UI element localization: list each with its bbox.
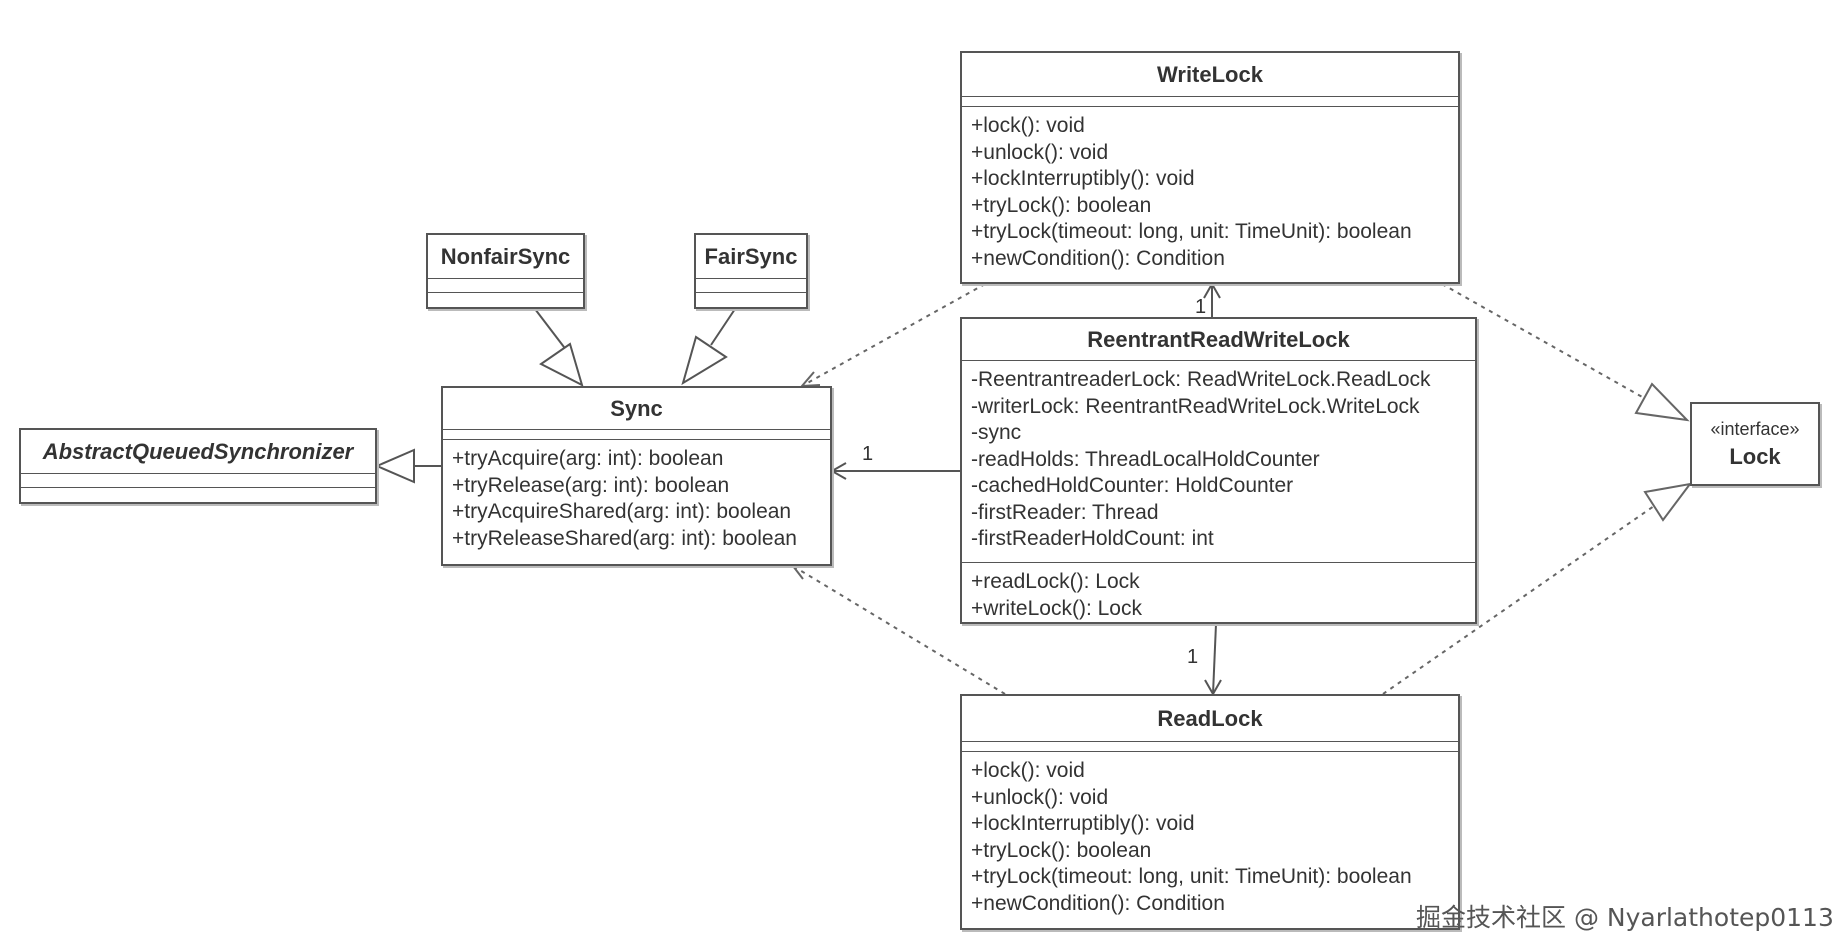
writelock-to-sync-dependency [801, 283, 986, 387]
method: +lock(): void [971, 759, 1085, 782]
interface-lock: «interface» Lock [1690, 402, 1820, 486]
method: +tryAcquireShared(arg: int): boolean [452, 500, 792, 523]
methods-compartment: +tryAcquire(arg: int): boolean +tryRelea… [443, 440, 830, 556]
method: +lockInterruptibly(): void [971, 167, 1195, 190]
methods-compartment: +readLock(): Lock +writeLock(): Lock [962, 563, 1475, 626]
method: +newCondition(): Condition [971, 246, 1225, 270]
multiplicity-readlock: 1 [1187, 646, 1199, 668]
class-name: NonfairSync [428, 235, 583, 279]
sync-to-aqs-arrowhead [374, 448, 415, 484]
fields-compartment: -ReentrantreaderLock: ReadWriteLock.Read… [962, 361, 1475, 563]
method: +newCondition(): Condition [971, 891, 1225, 915]
rrwl-to-sync-arrowhead [829, 462, 847, 480]
field: -ReentrantreaderLock: ReadWriteLock.Read… [971, 368, 1431, 391]
class-abstractqueuedsynchronizer: AbstractQueuedSynchronizer [19, 428, 377, 504]
watermark-text: 掘金技术社区 @ Nyarlathotep0113 [1416, 903, 1834, 932]
multiplicity-writelock: 1 [1195, 296, 1207, 318]
attributes-compartment [428, 279, 583, 293]
methods-compartment [696, 293, 806, 307]
writelock-realize-arrowhead [1634, 382, 1690, 422]
class-nonfairsync: NonfairSync [426, 233, 585, 309]
class-readlock: ReadLock +lock(): void +unlock(): void +… [960, 694, 1460, 930]
field: -readHolds: ThreadLocalHoldCounter [971, 447, 1320, 471]
class-fairsync: FairSync [694, 233, 808, 309]
methods-compartment: +lock(): void +unlock(): void +lockInter… [962, 107, 1458, 276]
methods-compartment: +lock(): void +unlock(): void +lockInter… [962, 752, 1458, 921]
attributes-compartment [962, 742, 1458, 752]
method: +tryRelease(arg: int): boolean [452, 473, 730, 497]
class-name: Sync [443, 388, 830, 430]
writelock-realizes-lock [1441, 283, 1645, 399]
fair-to-sync-line [710, 308, 736, 346]
field: -firstReader: Thread [971, 500, 1159, 524]
field: -writerLock: ReentrantReadWriteLock.Writ… [971, 394, 1420, 418]
rrwl-to-readlock-line [1212, 623, 1217, 695]
attributes-compartment [21, 474, 375, 488]
fair-to-sync-arrowhead [681, 335, 728, 386]
method: +tryLock(timeout: long, unit: TimeUnit):… [971, 865, 1412, 888]
interface-name: Lock [1729, 444, 1781, 469]
method: +writeLock(): Lock [971, 596, 1142, 620]
writelock-to-sync-arrowhead [799, 371, 821, 388]
method: +tryReleaseShared(arg: int): boolean [452, 526, 797, 550]
method: +readLock(): Lock [971, 570, 1140, 593]
field: -sync [971, 421, 1022, 444]
method: +lockInterruptibly(): void [971, 812, 1195, 835]
class-name: ReentrantReadWriteLock [962, 319, 1475, 361]
class-name: WriteLock [962, 53, 1458, 97]
attributes-compartment [962, 97, 1458, 107]
stereotype-label: «interface» [1710, 419, 1800, 439]
readlock-realize-arrowhead [1643, 482, 1693, 522]
readlock-realizes-lock [1382, 505, 1655, 695]
interface-label: «interface» Lock [1692, 404, 1818, 470]
class-name: ReadLock [962, 696, 1458, 742]
methods-compartment [21, 488, 375, 502]
nonfair-to-sync-line [534, 308, 568, 352]
field: -cachedHoldCounter: HoldCounter [971, 474, 1294, 497]
method: +tryAcquire(arg: int): boolean [452, 447, 724, 470]
class-name: AbstractQueuedSynchronizer [21, 430, 375, 474]
method: +tryLock(): boolean [971, 838, 1152, 862]
class-sync: Sync +tryAcquire(arg: int): boolean +try… [441, 386, 832, 566]
class-name: FairSync [696, 235, 806, 279]
method: +tryLock(): boolean [971, 193, 1152, 217]
methods-compartment [428, 293, 583, 307]
attributes-compartment [443, 430, 830, 440]
method: +lock(): void [971, 114, 1085, 137]
rrwl-to-writelock-arrowhead [1203, 281, 1221, 299]
class-writelock: WriteLock +lock(): void +unlock(): void … [960, 51, 1460, 284]
nonfair-to-sync-arrowhead [539, 342, 584, 387]
multiplicity-sync: 1 [862, 443, 874, 465]
attributes-compartment [696, 279, 806, 293]
method: +tryLock(timeout: long, unit: TimeUnit):… [971, 220, 1412, 243]
class-reentrantreadwritelock: ReentrantReadWriteLock -ReentrantreaderL… [960, 317, 1477, 624]
method: +unlock(): void [971, 785, 1109, 809]
method: +unlock(): void [971, 140, 1109, 164]
field: -firstReaderHoldCount: int [971, 527, 1214, 550]
